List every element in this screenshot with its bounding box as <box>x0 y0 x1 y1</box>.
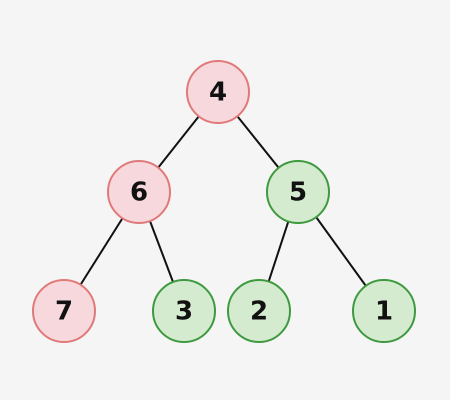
node-circle <box>186 60 250 124</box>
node-label: 5 <box>289 178 307 208</box>
node-circle <box>32 279 96 343</box>
edge-n5-n1 <box>315 216 367 287</box>
nodes-layer: 4 6 5 7 3 2 1 <box>32 60 416 343</box>
node-label: 4 <box>209 78 227 108</box>
node-label: 2 <box>250 297 268 327</box>
tree-node-3: 3 <box>152 279 216 343</box>
node-circle <box>266 160 330 224</box>
node-label: 7 <box>55 297 73 327</box>
edge-n5-n2 <box>267 221 290 282</box>
node-label: 6 <box>130 178 148 208</box>
edge-n4-n6 <box>157 115 200 169</box>
node-circle <box>352 279 416 343</box>
edge-n4-n5 <box>236 115 280 169</box>
edges-layer <box>79 115 367 287</box>
tree-node-1: 1 <box>352 279 416 343</box>
node-label: 3 <box>175 297 193 327</box>
tree-node-6: 6 <box>107 160 171 224</box>
tree-node-4: 4 <box>186 60 250 124</box>
tree-node-2: 2 <box>227 279 291 343</box>
node-circle <box>107 160 171 224</box>
tree-node-5: 5 <box>266 160 330 224</box>
tree-node-7: 7 <box>32 279 96 343</box>
node-circle <box>227 279 291 343</box>
node-label: 1 <box>375 297 393 327</box>
edge-n6-n7 <box>79 217 124 286</box>
edge-n6-n3 <box>149 220 174 283</box>
node-circle <box>152 279 216 343</box>
